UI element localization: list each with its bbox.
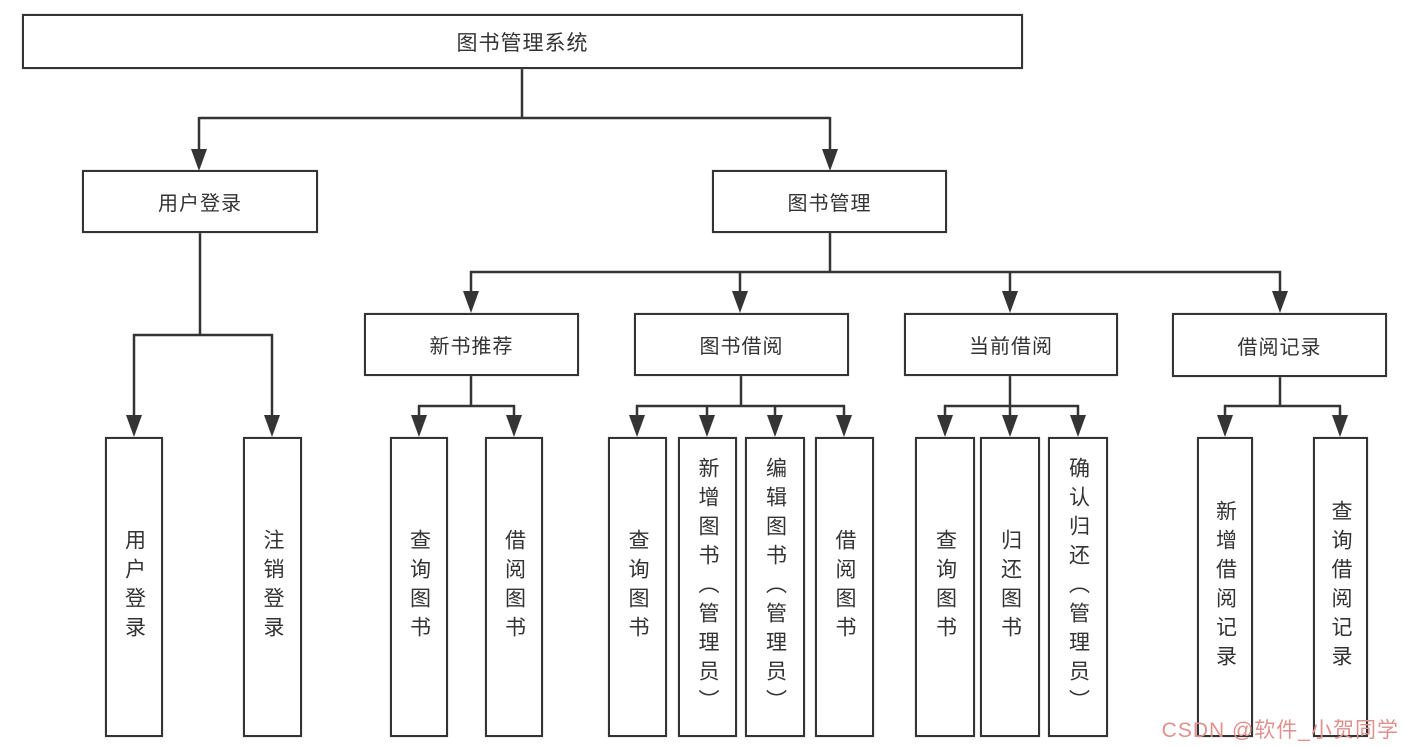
leaf-borrow-books-1-label: 借阅图书 — [502, 529, 526, 645]
leaf-user-login: 用户登录 — [105, 437, 163, 737]
leaf-edit-book-admin-label: 编辑图书（管理员） — [763, 456, 787, 718]
leaf-query-books-2-label: 查询图书 — [626, 529, 649, 645]
leaf-query-borrow-record-label: 查询借阅记录 — [1329, 500, 1352, 674]
node-book-borrow-label: 图书借阅 — [699, 336, 784, 358]
node-current-borrow-label: 当前借阅 — [969, 336, 1053, 358]
node-book-borrow: 图书借阅 — [634, 313, 849, 376]
leaf-query-books-2: 查询图书 — [608, 437, 667, 737]
node-new-book-recommend-label: 新书推荐 — [429, 336, 514, 358]
leaf-query-books-3: 查询图书 — [915, 437, 975, 737]
leaf-confirm-return-admin-label: 确认归还（管理员） — [1066, 456, 1090, 718]
node-user-login-label: 用户登录 — [158, 193, 242, 215]
leaf-borrow-books-2-label: 借阅图书 — [833, 529, 856, 645]
node-library-system-label: 图书管理系统 — [456, 31, 589, 55]
leaf-user-login-label: 用户登录 — [122, 529, 146, 645]
leaf-query-borrow-record: 查询借阅记录 — [1313, 437, 1368, 737]
node-user-login: 用户登录 — [82, 170, 318, 233]
leaf-query-books-1: 查询图书 — [390, 437, 448, 737]
node-borrow-records: 借阅记录 — [1172, 313, 1387, 377]
leaf-add-book-admin-label: 新增图书（管理员） — [696, 456, 719, 718]
node-library-system: 图书管理系统 — [22, 14, 1023, 69]
node-book-management: 图书管理 — [712, 170, 947, 233]
leaf-confirm-return-admin: 确认归还（管理员） — [1048, 437, 1108, 737]
node-borrow-records-label: 借阅记录 — [1237, 336, 1322, 359]
leaf-return-books: 归还图书 — [980, 437, 1040, 737]
leaf-return-books-label: 归还图书 — [998, 529, 1022, 645]
node-current-borrow: 当前借阅 — [904, 313, 1118, 376]
node-new-book-recommend: 新书推荐 — [364, 313, 579, 376]
leaf-add-borrow-record-label: 新增借阅记录 — [1213, 500, 1237, 674]
leaf-edit-book-admin: 编辑图书（管理员） — [745, 437, 805, 737]
leaf-borrow-books-1: 借阅图书 — [485, 437, 543, 737]
leaf-borrow-books-2: 借阅图书 — [815, 437, 874, 737]
leaf-query-books-3-label: 查询图书 — [933, 529, 957, 645]
leaf-add-book-admin: 新增图书（管理员） — [678, 437, 737, 737]
leaf-logout-login-label: 注销登录 — [261, 529, 284, 645]
csdn-watermark: CSDN @软件_小贺同学 — [1161, 719, 1399, 742]
leaf-query-books-1-label: 查询图书 — [407, 529, 431, 645]
leaf-logout-login: 注销登录 — [243, 437, 302, 737]
node-book-management-label: 图书管理 — [787, 193, 872, 215]
leaf-add-borrow-record: 新增借阅记录 — [1197, 437, 1253, 737]
